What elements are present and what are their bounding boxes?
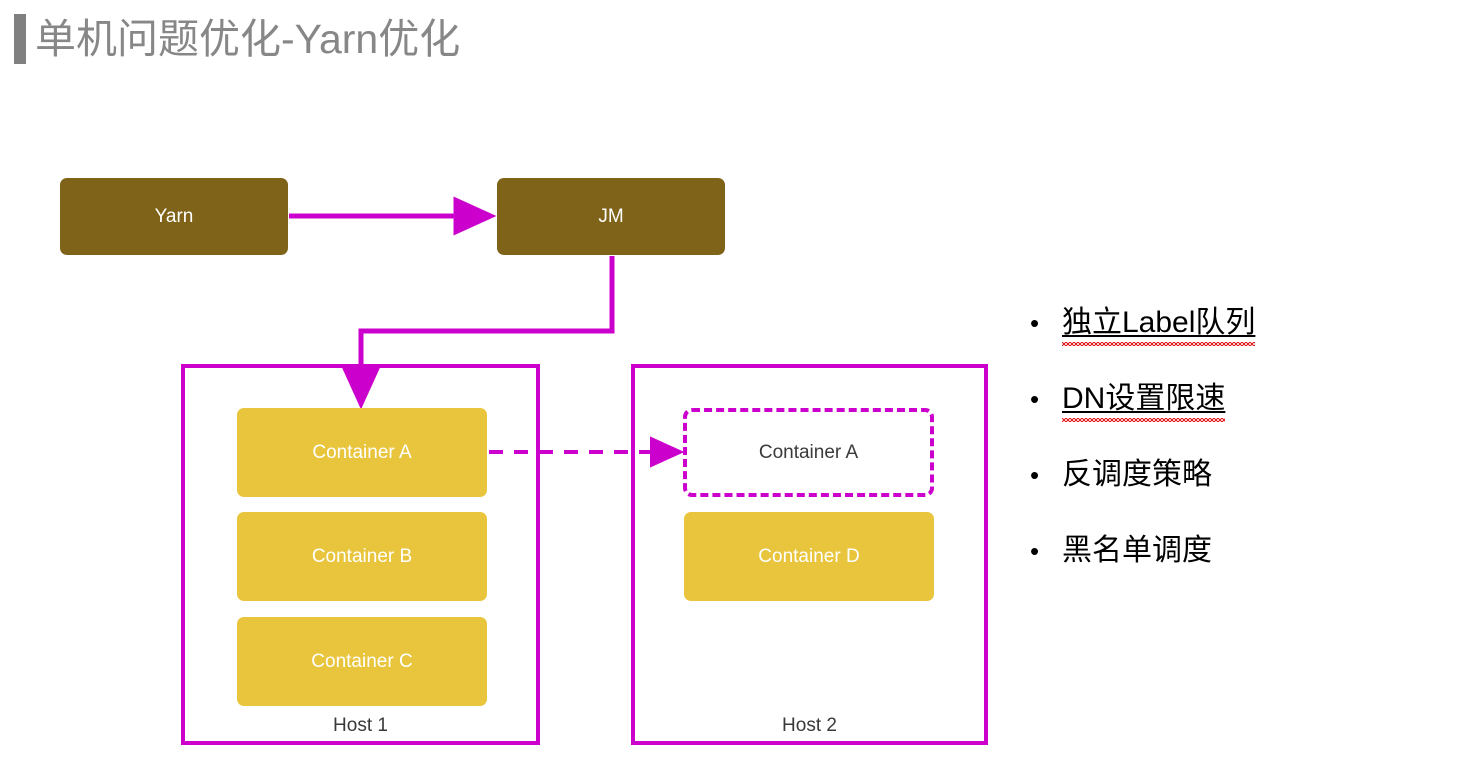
list-item[interactable]: • DN设置限速 bbox=[1022, 376, 1442, 422]
bullet-marker-icon: • bbox=[1030, 460, 1040, 490]
container-c-host1[interactable]: Container C bbox=[237, 617, 487, 706]
node-yarn[interactable]: Yarn bbox=[60, 178, 288, 255]
list-item[interactable]: • 独立Label队列 bbox=[1022, 300, 1442, 346]
page-title: 单机问题优化-Yarn优化 bbox=[14, 14, 460, 64]
container-a-host2-label: Container A bbox=[758, 441, 859, 463]
bullet-label-4: 黑名单调度 bbox=[1062, 534, 1212, 567]
node-yarn-label: Yarn bbox=[154, 205, 194, 227]
container-b-host1[interactable]: Container B bbox=[237, 512, 487, 601]
bullet-label-2: DN设置限速 bbox=[1062, 376, 1226, 422]
container-c-host1-label: Container C bbox=[311, 650, 413, 672]
node-jm[interactable]: JM bbox=[497, 178, 725, 255]
container-a-host1[interactable]: Container A bbox=[237, 408, 487, 497]
container-b-host1-label: Container B bbox=[311, 545, 413, 567]
architecture-diagram: Yarn JM Host 1 Container A Container B C… bbox=[60, 178, 988, 745]
container-a-host1-label: Container A bbox=[312, 441, 412, 463]
bullet-marker-icon: • bbox=[1030, 536, 1040, 566]
bullet-label-1: 独立Label队列 bbox=[1062, 300, 1256, 346]
bullet-marker-icon: • bbox=[1030, 308, 1040, 338]
bullet-label-3: 反调度策略 bbox=[1062, 458, 1212, 491]
container-a-host2-ghost[interactable]: Container A bbox=[683, 408, 934, 497]
host-2-label: Host 2 bbox=[782, 715, 837, 736]
host-1-frame[interactable] bbox=[181, 364, 540, 745]
container-d-host2-label: Container D bbox=[758, 545, 860, 567]
host-2-frame[interactable] bbox=[631, 364, 988, 745]
optimization-bullet-list: • 独立Label队列 • DN设置限速 • 反调度策略 • 黑名单调度 bbox=[1022, 300, 1442, 604]
page-title-text: 单机问题优化-Yarn优化 bbox=[35, 16, 461, 62]
bullet-marker-icon: • bbox=[1030, 384, 1040, 414]
node-jm-label: JM bbox=[598, 205, 624, 227]
container-d-host2[interactable]: Container D bbox=[684, 512, 934, 601]
host-1-label: Host 1 bbox=[333, 715, 388, 736]
list-item[interactable]: • 反调度策略 bbox=[1022, 452, 1442, 498]
list-item[interactable]: • 黑名单调度 bbox=[1022, 528, 1442, 574]
title-accent-bar bbox=[14, 14, 26, 64]
